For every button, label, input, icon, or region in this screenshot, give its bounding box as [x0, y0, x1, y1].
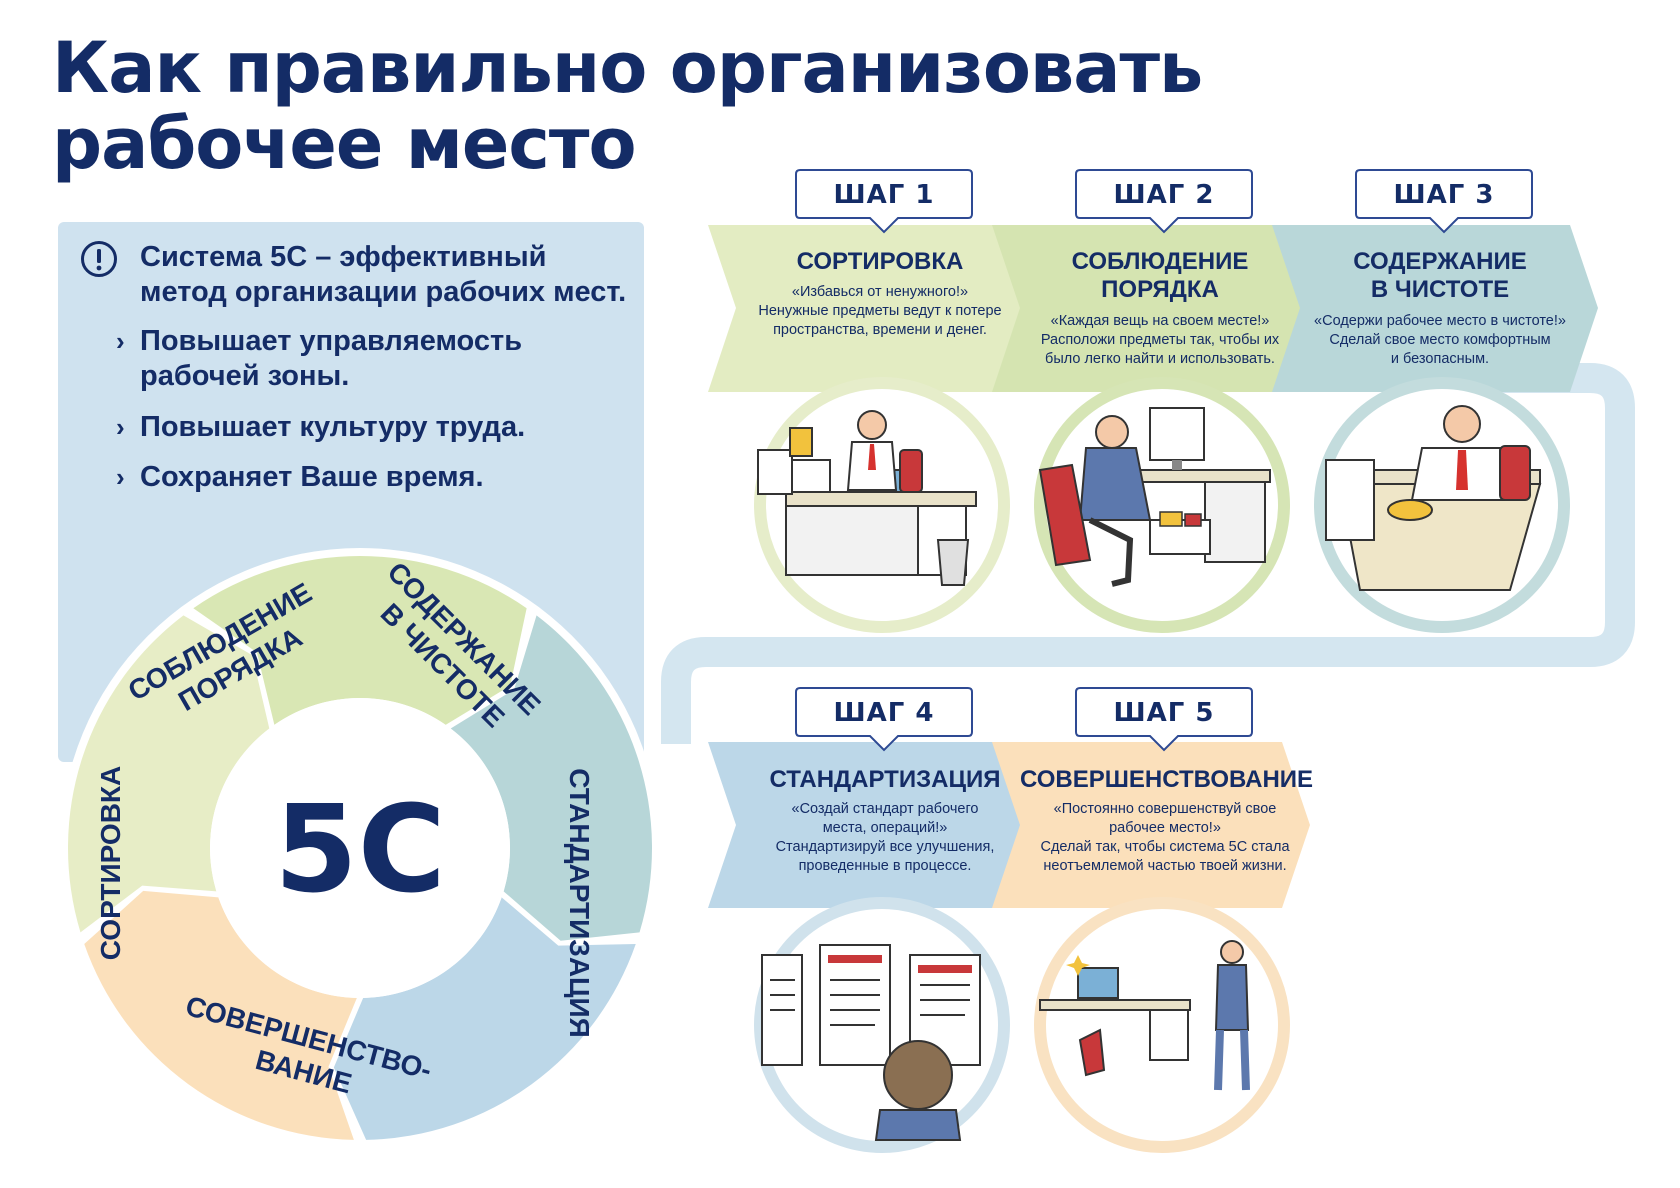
step-2-title: СОБЛЮДЕНИЕ ПОРЯДКА [1071, 248, 1249, 303]
step-5-title: СОВЕРШЕНСТВОВАНИЕ [1020, 766, 1314, 793]
center-5s-label: 5С [274, 781, 446, 920]
ring-label-sorting: СОРТИРОВКА [95, 766, 126, 960]
step-1-banner [708, 225, 1028, 392]
ring-center [210, 698, 510, 998]
step-3-title: СОДЕРЖАНИЕ В ЧИСТОТЕ [1353, 248, 1527, 303]
orderly-desk-icon [1038, 407, 1271, 587]
page-title-line-2: рабочее место [52, 103, 637, 185]
page-title: Как правильно организовать рабочее место [52, 27, 1203, 185]
flow-track [661, 363, 1635, 744]
ring-label-standardization: СТАНДАРТИЗАЦИЯ [564, 768, 595, 1037]
info-bullet-1: Повышает управляемость рабочей зоны. [140, 325, 523, 392]
ring-segment-order [193, 556, 527, 725]
exclamation-circle-icon [81, 241, 117, 277]
info-bullet-2: Повышает культуру труда. [140, 411, 526, 443]
step-5-banner [992, 742, 1310, 908]
page-title-line-1: Как правильно организовать [52, 27, 1203, 109]
chevron-right-icon: › [116, 462, 125, 492]
ring-segment-cleanliness [450, 615, 652, 941]
sorting-office-icon [757, 410, 977, 586]
standards-board-icon [761, 944, 981, 1141]
step-4-title: СТАНДАРТИЗАЦИЯ [769, 766, 1001, 793]
chevron-right-icon: › [116, 326, 125, 356]
improved-workplace-icon [1039, 940, 1250, 1091]
chevron-right-icon: › [116, 412, 125, 442]
step-1-description: «Избавься от ненужного!» Ненужные предме… [758, 284, 1002, 338]
ring-segment-standardization [333, 897, 636, 1140]
step-3-banner [1272, 225, 1598, 392]
step-5-description: «Постоянно совершенствуй свое рабочее ме… [1040, 801, 1290, 874]
step-2-banner [992, 225, 1308, 392]
step-1-title: СОРТИРОВКА [796, 248, 964, 275]
cleaning-desk-icon [1325, 405, 1542, 591]
info-bullet-3: Сохраняет Ваше время. [140, 461, 484, 493]
ring-segment-sorting [68, 615, 270, 933]
step-4-description: «Создай стандарт рабочего места, операци… [775, 801, 995, 874]
info-lead-text: Система 5С – эффективный метод организац… [140, 241, 627, 308]
step-4-banner [708, 742, 1028, 908]
ring-segment-improvement [84, 890, 357, 1140]
step-3-description: «Содержи рабочее место в чистоте!» Сдела… [1314, 313, 1566, 367]
step-2-description: «Каждая вещь на своем месте!» Расположи … [1040, 313, 1280, 367]
five-s-cycle-diagram: 5С СОРТИРОВКА СОБЛЮДЕНИЕ ПОРЯДКА СОДЕРЖА… [60, 548, 660, 1148]
